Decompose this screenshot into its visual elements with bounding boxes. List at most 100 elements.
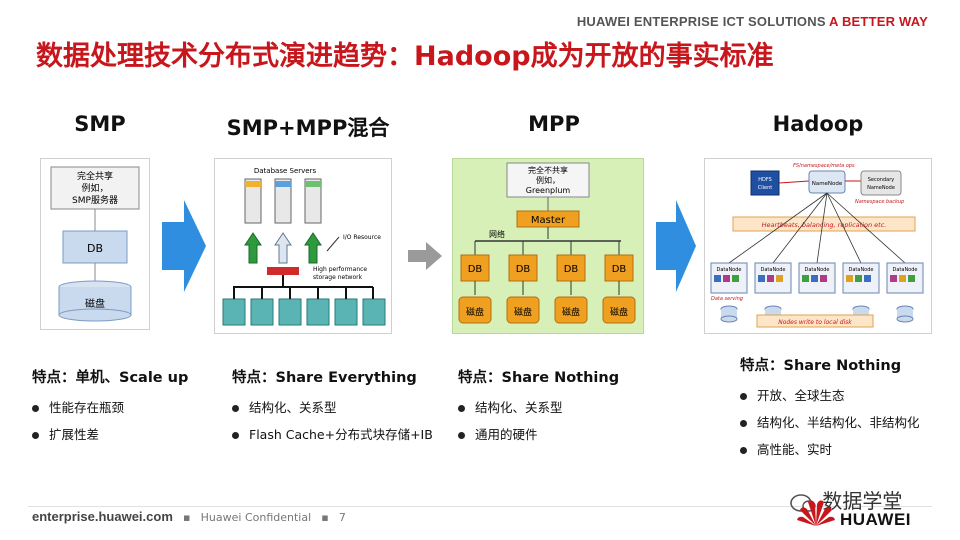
bullet-dot-icon — [458, 405, 465, 412]
hadoop-disks — [720, 305, 914, 323]
smp-bullet-list: 性能存在瓶颈 扩展性差 — [32, 397, 188, 443]
datanode-label-4: DataNode — [849, 267, 874, 273]
bullet-text: 结构化、半结构化、非结构化 — [757, 415, 920, 430]
bullet-text: 扩展性差 — [49, 427, 100, 442]
hybrid-diagram-svg: Database Servers I/O Resource High perfo… — [222, 167, 386, 326]
bullet-dot-icon — [740, 420, 747, 427]
hadoop-namenode-label: NameNode — [812, 181, 843, 187]
mpp-disk-label-4: 磁盘 — [610, 306, 628, 318]
list-item: 性能存在瓶颈 — [32, 397, 188, 416]
smp-diagram: 完全共享 例如， SMP服务器 DB 磁盘 — [40, 158, 150, 330]
smp-box-line3: SMP服务器 — [72, 194, 118, 206]
watermark-text: 数据学堂 — [822, 489, 903, 513]
brand-main: HUAWEI ENTERPRISE ICT SOLUTIONS — [576, 14, 826, 29]
hybrid-bullet-list: 结构化、关系型 Flash Cache+分布式块存储+IB — [232, 397, 433, 443]
mpp-diagram-svg: 完全不共享 例如， Greenplum Master 网络 DB DB DB D… — [458, 162, 636, 324]
bullet-dot-icon — [232, 405, 239, 412]
mpp-disk-label-3: 磁盘 — [562, 306, 580, 318]
mpp-box-line3: Greenplum — [526, 186, 571, 195]
mpp-network-label: 网络 — [489, 229, 505, 239]
hadoop-secondary-line1: Secondary — [868, 177, 895, 183]
smp-feature-heading: 特点：单机、Scale up — [32, 370, 189, 386]
mpp-db-label-1: DB — [468, 264, 483, 275]
footer-separator: ▪ — [183, 511, 191, 524]
bullet-dot-icon — [458, 432, 465, 439]
mpp-disk-label-1: 磁盘 — [466, 306, 484, 318]
hybrid-disk-row — [222, 287, 386, 326]
list-item: Flash Cache+分布式块存储+IB — [232, 424, 433, 443]
hadoop-fs-note: FS/namespace/meta ops — [793, 163, 855, 169]
footer-confidential: Huawei Confidential — [200, 511, 312, 524]
brand-tagline: A BETTER WAY — [829, 14, 928, 29]
footer-separator-2: ▪ — [321, 511, 329, 524]
bullet-dot-icon — [32, 405, 39, 412]
bullet-dot-icon — [232, 432, 239, 439]
hadoop-links — [728, 192, 906, 264]
datanode-label-2: DataNode — [761, 267, 786, 273]
hadoop-client-line2: Client — [758, 185, 773, 191]
footer: enterprise.huawei.com ▪ Huawei Confident… — [32, 509, 346, 525]
mpp-feature-heading: 特点：Share Nothing — [458, 370, 620, 386]
bullet-text: 结构化、关系型 — [475, 400, 563, 415]
list-item: 结构化、关系型 — [232, 397, 433, 416]
slide-title: 数据处理技术分布式演进趋势：Hadoop成为开放的事实标准 — [36, 41, 774, 72]
hybrid-feature-heading: 特点：Share Everything — [232, 370, 417, 386]
bullet-text: 高性能、实时 — [757, 442, 833, 457]
hybrid-storage-label: High performance — [313, 266, 367, 273]
bullet-text: 通用的硬件 — [475, 427, 538, 442]
mpp-db-label-2: DB — [516, 264, 531, 275]
list-item: 高性能、实时 — [740, 439, 920, 458]
column-title-smp: SMP — [74, 112, 126, 136]
footer-site: enterprise.huawei.com — [32, 509, 173, 524]
list-item: 扩展性差 — [32, 424, 188, 443]
column-title-mpp: MPP — [528, 112, 580, 136]
hadoop-client-line1: HDFS — [758, 177, 772, 183]
arrow-right-gray-icon — [408, 242, 442, 270]
bullet-dot-icon — [32, 432, 39, 439]
list-item: 开放、全球生态 — [740, 385, 920, 404]
datanode-label-5: DataNode — [893, 267, 918, 273]
column-title-hybrid: SMP+MPP混合 — [226, 116, 390, 140]
arrow-right-icon-2 — [656, 200, 696, 292]
mpp-master-label: Master — [531, 215, 566, 226]
hadoop-secondary-line2: NameNode — [867, 185, 895, 191]
bullet-dot-icon — [740, 393, 747, 400]
huawei-logo-icon — [797, 500, 835, 526]
hadoop-bullet-list: 开放、全球生态 结构化、半结构化、非结构化 高性能、实时 — [740, 385, 920, 458]
list-item: 结构化、关系型 — [458, 397, 619, 416]
mpp-box-line2: 例如， — [536, 175, 560, 185]
hadoop-diagram-svg: FS/namespace/meta ops HDFS Client NameNo… — [710, 163, 924, 328]
smp-box-line1: 完全共享 — [77, 170, 113, 182]
hadoop-heartbeats-label: Heartbeats, balancing, replication etc. — [762, 221, 887, 229]
hadoop-write-label: Nodes write to local disk — [778, 319, 852, 326]
smp-features: 特点：单机、Scale up 性能存在瓶颈 扩展性差 — [32, 366, 188, 451]
mpp-db-label-3: DB — [564, 264, 579, 275]
hadoop-datanodes: DataNode DataNode DataNode DataNode Data… — [710, 262, 924, 294]
brand-banner: HUAWEI ENTERPRISE ICT SOLUTIONS A BETTER… — [577, 14, 928, 29]
bullet-text: Flash Cache+分布式块存储+IB — [249, 427, 433, 442]
hadoop-serving-label: Data serving — [711, 296, 743, 302]
smp-diagram-svg: 完全共享 例如， SMP服务器 DB 磁盘 — [50, 166, 140, 322]
hadoop-feature-heading: 特点：Share Nothing — [740, 358, 902, 374]
hybrid-features: 特点：Share Everything 结构化、关系型 Flash Cache+… — [232, 366, 433, 451]
bullet-text: 性能存在瓶颈 — [49, 400, 125, 415]
hadoop-features: 特点：Share Nothing 开放、全球生态 结构化、半结构化、非结构化 高… — [740, 354, 920, 466]
hybrid-diagram: Database Servers I/O Resource High perfo… — [214, 158, 392, 334]
smp-disk-label: 磁盘 — [85, 297, 105, 310]
bullet-text: 结构化、关系型 — [249, 400, 337, 415]
smp-db-label: DB — [87, 242, 103, 255]
smp-box-line2: 例如， — [81, 182, 108, 194]
mpp-box-line1: 完全不共享 — [528, 165, 568, 175]
footer-divider — [28, 506, 932, 507]
bullet-dot-icon — [740, 447, 747, 454]
arrow-right-icon — [162, 200, 206, 292]
datanode-label-1: DataNode — [717, 267, 742, 273]
mpp-nodes: DB DB DB DB 磁盘 磁盘 磁盘 磁盘 — [458, 241, 636, 324]
list-item: 结构化、半结构化、非结构化 — [740, 412, 920, 431]
hadoop-diagram: FS/namespace/meta ops HDFS Client NameNo… — [704, 158, 932, 334]
hybrid-io-label: I/O Resource — [343, 234, 381, 241]
mpp-diagram: 完全不共享 例如， Greenplum Master 网络 DB DB DB D… — [452, 158, 644, 334]
bullet-text: 开放、全球生态 — [757, 388, 845, 403]
hybrid-servers-label: Database Servers — [254, 167, 317, 175]
column-title-hadoop: Hadoop — [772, 112, 864, 136]
